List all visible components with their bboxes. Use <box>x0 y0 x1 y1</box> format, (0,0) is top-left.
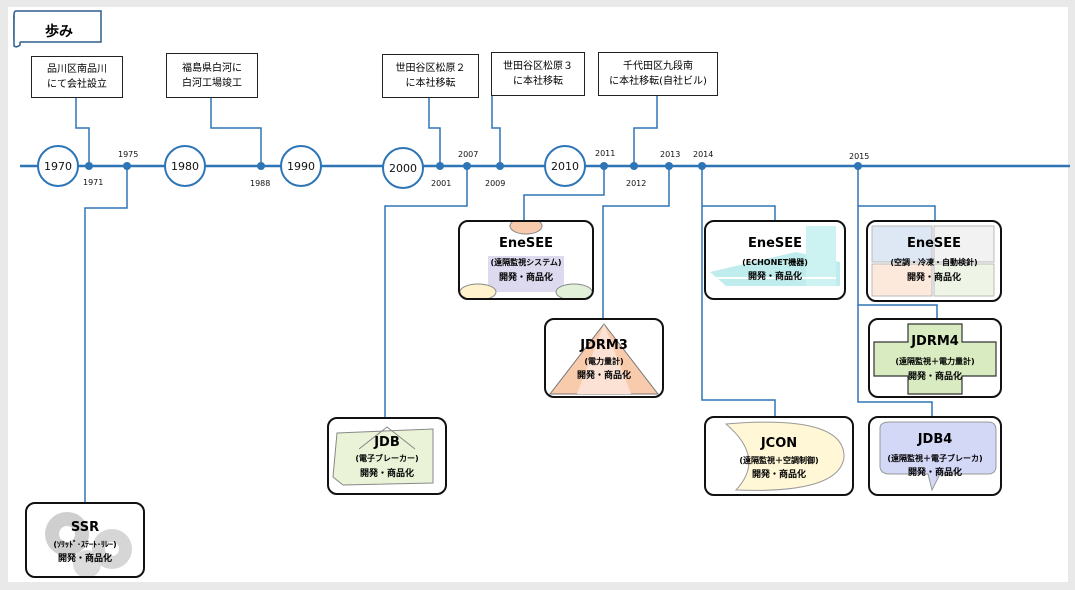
event-text: 品川区南品川 <box>47 64 107 75</box>
event-text: に本社移転 <box>513 76 563 87</box>
event-connectors <box>75 94 658 166</box>
product-dev-label: 開発・商品化 <box>907 372 962 382</box>
product-dev-label: 開発・商品化 <box>576 371 631 381</box>
product-name: EneSEE <box>498 236 554 251</box>
event-box-1971: 品川区南品川 にて会社設立 <box>31 56 123 98</box>
network-icon <box>460 222 592 298</box>
product-card-jdb4: JDB4 (遠隔監視＋電子ブレーカ) 開発・商品化 <box>868 416 1002 496</box>
product-subtitle: (電子ブレーカー) <box>355 454 419 463</box>
event-text: に本社移転(自社ビル) <box>609 76 707 87</box>
product-subtitle: (ECHONET機器) <box>742 258 808 267</box>
decade-label-1990: 1990 <box>287 160 315 173</box>
product-card-enesee-hvac: EneSEE (空調・冷凍・自動検針) 開発・商品化 <box>866 220 1002 302</box>
year-2009: 2009 <box>485 179 505 188</box>
product-dev-label: 開発・商品化 <box>747 272 802 282</box>
event-text: 千代田区九段南 <box>623 61 693 72</box>
decade-circle-2010 <box>544 145 586 187</box>
product-subtitle: (遠隔監視＋空調制御) <box>739 456 819 465</box>
product-subtitle: (ｿﾘｯﾄﾞ･ｽﾃｰﾄ･ﾘﾚｰ) <box>53 540 117 549</box>
year-dots <box>85 162 862 170</box>
product-name: EneSEE <box>747 236 803 251</box>
product-subtitle: (空調・冷凍・自動検針) <box>890 258 978 267</box>
decade-circle-2000 <box>382 147 424 189</box>
year-2013: 2013 <box>660 150 680 159</box>
product-name: EneSEE <box>906 236 962 251</box>
gear-icon <box>45 512 132 576</box>
cross-icon <box>873 323 997 395</box>
product-subtitle: (遠隔監視システム) <box>490 258 562 267</box>
product-name: SSR <box>70 520 100 535</box>
product-card-enesee-remote-monitoring: EneSEE (遠隔監視システム) 開発・商品化 <box>458 220 594 300</box>
year-2007: 2007 <box>458 150 478 159</box>
decade-circle-1970 <box>37 145 79 187</box>
product-dev-label: 開発・商品化 <box>359 469 414 479</box>
product-dev-label: 開発・商品化 <box>751 470 806 480</box>
product-connectors <box>84 166 938 505</box>
decade-circle-1980 <box>164 145 206 187</box>
decade-label-1980: 1980 <box>171 160 199 173</box>
year-labels: 1971 1975 1988 2001 2007 2009 2011 2012 … <box>83 149 869 188</box>
event-text: 世田谷区松原３ <box>503 61 573 72</box>
year-1975: 1975 <box>118 150 138 159</box>
product-dev-label: 開発・商品化 <box>57 554 112 564</box>
event-text: にて会社設立 <box>47 79 107 90</box>
product-name: JDRM4 <box>911 334 959 349</box>
year-2015: 2015 <box>849 152 869 161</box>
product-subtitle: (電力量計) <box>584 357 624 366</box>
decade-circle-1990 <box>280 145 322 187</box>
decade-markers: 1970 1980 1990 2000 2010 <box>37 145 586 189</box>
product-card-jdb: JDB (電子ブレーカー) 開発・商品化 <box>327 417 447 495</box>
event-box-2001: 世田谷区松原２ に本社移転 <box>382 54 479 98</box>
product-card-ssr: SSR (ｿﾘｯﾄﾞ･ｽﾃｰﾄ･ﾘﾚｰ) 開発・商品化 <box>25 502 145 578</box>
product-subtitle: (遠隔監視＋電子ブレーカ) <box>887 454 983 463</box>
product-card-enesee-echonet: EneSEE (ECHONET機器) 開発・商品化 <box>704 220 846 300</box>
decade-label-2010: 2010 <box>551 160 579 173</box>
speech-bubble-icon <box>879 421 997 492</box>
product-subtitle: (遠隔監視＋電力量計) <box>895 357 975 366</box>
year-2014: 2014 <box>693 150 713 159</box>
section-title: 歩み <box>45 24 73 40</box>
year-2001: 2001 <box>431 179 451 188</box>
product-dev-label: 開発・商品化 <box>906 273 961 283</box>
product-name: JDB <box>374 435 400 450</box>
product-card-jdrm4: JDRM4 (遠隔監視＋電力量計) 開発・商品化 <box>868 318 1002 398</box>
pyramid-icon <box>548 323 660 395</box>
moon-icon <box>724 421 845 491</box>
product-card-jcon: JCON (遠隔監視＋空調制御) 開発・商品化 <box>704 416 854 496</box>
product-dev-label: 開発・商品化 <box>907 468 962 478</box>
event-box-2009: 世田谷区松原３ に本社移転 <box>491 52 585 96</box>
year-1988: 1988 <box>250 179 270 188</box>
section-title-tab: 歩み <box>11 8 102 48</box>
product-dev-label: 開発・商品化 <box>498 273 553 283</box>
year-2012: 2012 <box>626 179 646 188</box>
decade-label-1970: 1970 <box>44 160 72 173</box>
event-text: 白河工場竣工 <box>182 77 242 89</box>
event-text: に本社移転 <box>405 78 456 89</box>
product-name: JCON <box>760 436 798 451</box>
event-box-1988: 福島県白河に 白河工場竣工 <box>166 53 258 98</box>
decade-label-2000: 2000 <box>389 162 417 175</box>
event-box-2012: 千代田区九段南 に本社移転(自社ビル) <box>598 52 718 96</box>
event-text: 福島県白河に <box>182 62 242 74</box>
year-2011: 2011 <box>595 149 615 158</box>
product-card-jdrm3: JDRM3 (電力量計) 開発・商品化 <box>544 318 664 398</box>
house-icon <box>332 426 434 486</box>
building-icon <box>710 226 840 286</box>
puzzle-icon <box>871 225 995 297</box>
product-name: JDB4 <box>917 432 953 447</box>
year-1971: 1971 <box>83 178 103 187</box>
event-text: 世田谷区松原２ <box>395 63 466 74</box>
product-name: JDRM3 <box>580 338 628 353</box>
